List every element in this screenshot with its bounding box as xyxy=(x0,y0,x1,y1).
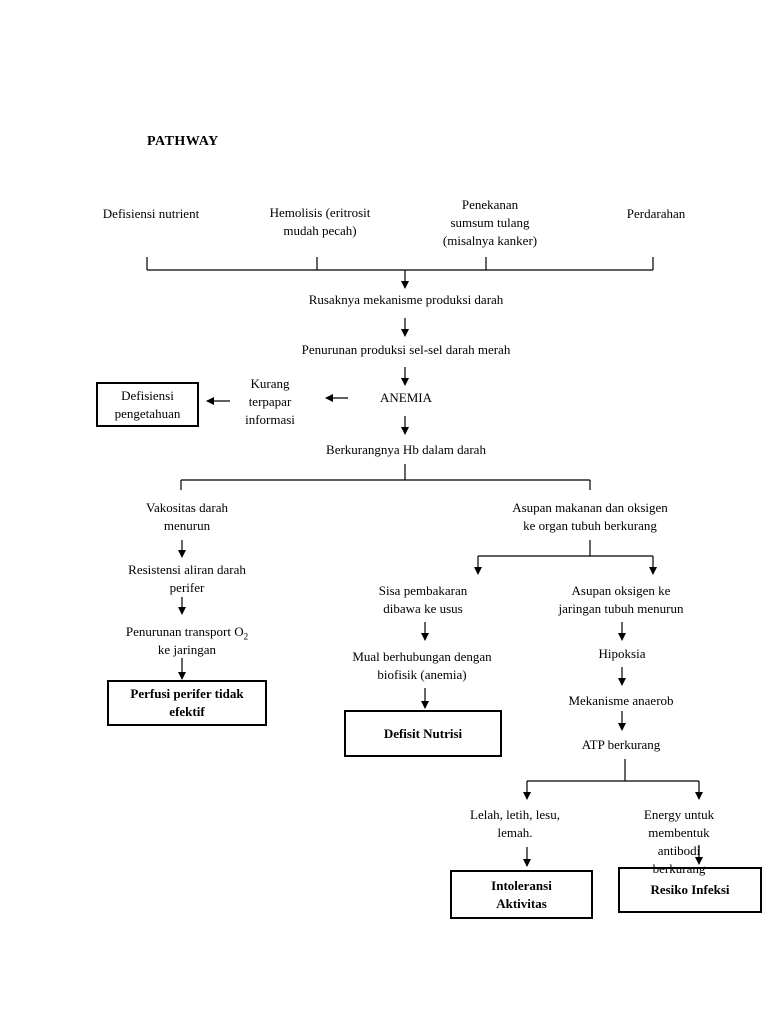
diagnosis-resiko-infeksi: Resiko Infeksi xyxy=(618,867,762,913)
node-asupan-makanan: Asupan makanan dan oksigen ke organ tubu… xyxy=(512,500,668,533)
transport-subscript: 2 xyxy=(243,631,249,642)
node-sisa-pembakaran: Sisa pembakaran dibawa ke usus xyxy=(378,583,468,616)
transport-text: Penurunan transport O xyxy=(125,624,244,639)
page-title: PATHWAY xyxy=(147,134,219,149)
diagnosis-intoleransi-aktivitas: Intoleransi Aktivitas xyxy=(450,870,593,919)
diagnosis-defisit-nutrisi: Defisit Nutrisi xyxy=(344,710,502,757)
cause-hemolisis: Hemolisis (eritrosit mudah pecah) xyxy=(269,205,371,238)
cause-penekanan-sumsum: Penekanan sumsum tulang (misalnya kanker… xyxy=(442,197,538,248)
node-mual: Mual berhubungan dengan biofisik (anemia… xyxy=(352,649,492,682)
node-anemia: ANEMIA xyxy=(380,390,432,405)
diagnosis-perfusi-perifer: Perfusi perifer tidak efektif xyxy=(107,680,267,726)
node-lelah-letih: Lelah, letih, lesu, lemah. xyxy=(470,807,560,840)
node-berkurangnya-hb: Berkurangnya Hb dalam darah xyxy=(326,442,486,457)
node-resistensi-aliran: Resistensi aliran darah perifer xyxy=(128,562,246,595)
diagnosis-defisiensi-pengetahuan: Defisiensi pengetahuan xyxy=(96,382,199,427)
cause-perdarahan: Perdarahan xyxy=(626,206,686,221)
node-penurunan-transport: Penurunan transport O2 ke jaringan xyxy=(126,623,248,659)
node-hipoksia: Hipoksia xyxy=(598,646,646,661)
node-mekanisme-anaerob: Mekanisme anaerob xyxy=(568,693,674,708)
node-penurunan-produksi: Penurunan produksi sel-sel darah merah xyxy=(301,342,511,357)
node-asupan-oksigen: Asupan oksigen ke jaringan tubuh menurun xyxy=(558,583,684,616)
cause-defisiensi-nutrient: Defisiensi nutrient xyxy=(102,206,200,221)
node-vakositas-darah: Vakositas darah menurun xyxy=(146,500,228,533)
transport-suffix: ke jaringan xyxy=(157,642,217,657)
node-rusaknya-mekanisme: Rusaknya mekanisme produksi darah xyxy=(308,292,504,307)
node-kurang-terpapar-informasi: Kurang terpapar informasi xyxy=(245,376,295,427)
node-atp-berkurang: ATP berkurang xyxy=(581,737,661,752)
